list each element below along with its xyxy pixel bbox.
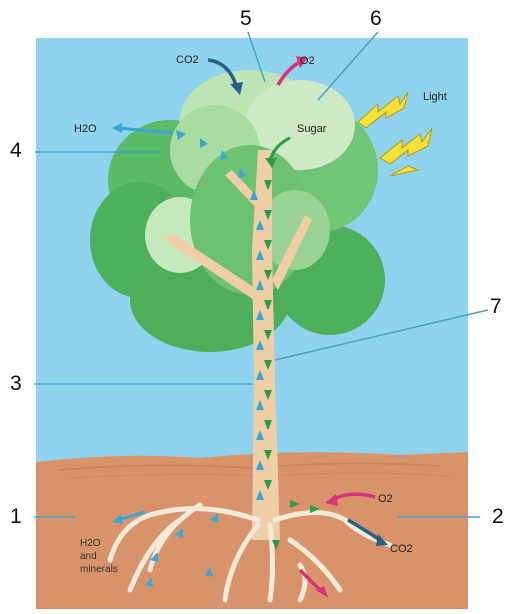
o2-top-label: O2 [300,55,315,67]
o2-root-label: O2 [378,493,393,505]
callout-7: 7 [490,296,502,317]
callout-1: 1 [10,506,22,527]
sugar-label: Sugar [297,123,327,135]
callout-6: 6 [370,8,382,29]
co2-root-label: CO2 [390,543,413,555]
h2o-top-label: H2O [74,123,97,135]
callout-4: 4 [10,140,22,161]
callout-2: 2 [492,506,504,527]
h2o-minerals-label-line2: and [80,551,97,562]
h2o-minerals-label-line3: minerals [80,564,118,575]
h2o-minerals-label-line1: H2O [80,538,101,549]
callout-3: 3 [10,373,22,394]
callout-5: 5 [240,8,252,29]
co2-top-label: CO2 [176,54,199,66]
light-label: Light [423,91,447,103]
